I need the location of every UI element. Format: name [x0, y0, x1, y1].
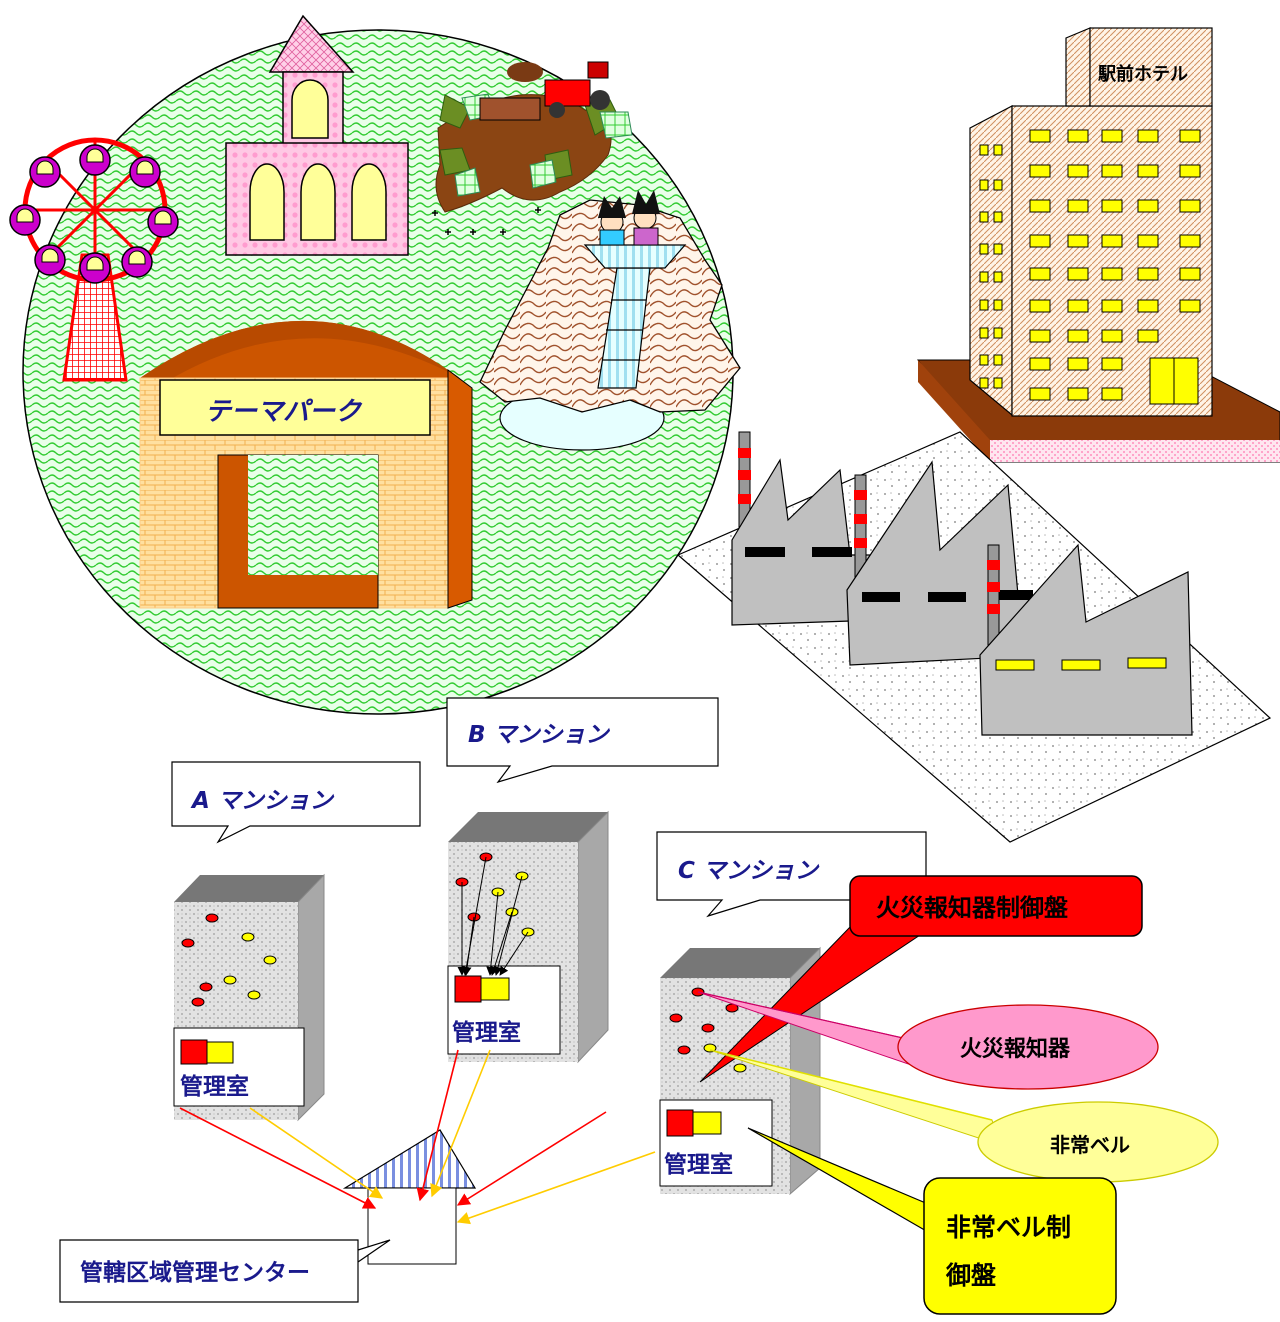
- a-room-label: 管理室: [180, 1073, 249, 1100]
- b-room-label: 管理室: [452, 1019, 521, 1046]
- mansion-a: 管理室: [173, 873, 325, 1122]
- castle: [225, 14, 409, 256]
- farm: [432, 61, 633, 235]
- bell-panel-label-2: 御盤: [945, 1261, 997, 1290]
- management-center: 管轄区域管理センター: [59, 1129, 477, 1303]
- theme-park: テーマパーク: [9, 14, 741, 715]
- factory-1: [731, 431, 881, 626]
- ferris-wheel: [9, 137, 179, 382]
- c-room-label: 管理室: [664, 1151, 733, 1178]
- bell-panel-label-1: 非常ベル制: [946, 1213, 1071, 1242]
- fire-alarm-label: 火災報知器: [960, 1036, 1071, 1062]
- callout-b-mansion: B マンション: [446, 697, 719, 784]
- a-mansion-label: A マンション: [190, 788, 335, 814]
- callout-fire-alarm: 火災報知器: [697, 991, 1159, 1090]
- b-mansion-label: B マンション: [468, 722, 611, 748]
- theme-park-sign: テーマパーク: [205, 397, 363, 427]
- fire-panel-label: 火災報知器制御盤: [876, 894, 1069, 922]
- hotel-sign: 駅前ホテル: [1097, 63, 1188, 85]
- callout-fire-panel: 火災報知器制御盤: [699, 875, 1143, 1083]
- factory-3: [979, 543, 1193, 736]
- factory-area: [676, 431, 1272, 843]
- hotel-windows: [979, 129, 1201, 405]
- visitors: [598, 190, 660, 246]
- bell-label: 非常ベル: [1050, 1133, 1130, 1157]
- mansion-b: 管理室: [447, 810, 609, 1064]
- callout-bell-panel: 非常ベル制 御盤: [747, 1127, 1117, 1315]
- waterfall: [479, 190, 741, 451]
- callout-bell: 非常ベル: [709, 1049, 1219, 1183]
- park-gate: テーマパーク: [139, 320, 473, 609]
- hotel: 駅前ホテル: [917, 27, 1280, 463]
- center-label: 管轄区域管理センター: [80, 1259, 310, 1286]
- c-mansion-label: C マンション: [678, 858, 820, 884]
- callout-a-mansion: A マンション: [171, 761, 421, 844]
- alert-arrows: [179, 1049, 656, 1225]
